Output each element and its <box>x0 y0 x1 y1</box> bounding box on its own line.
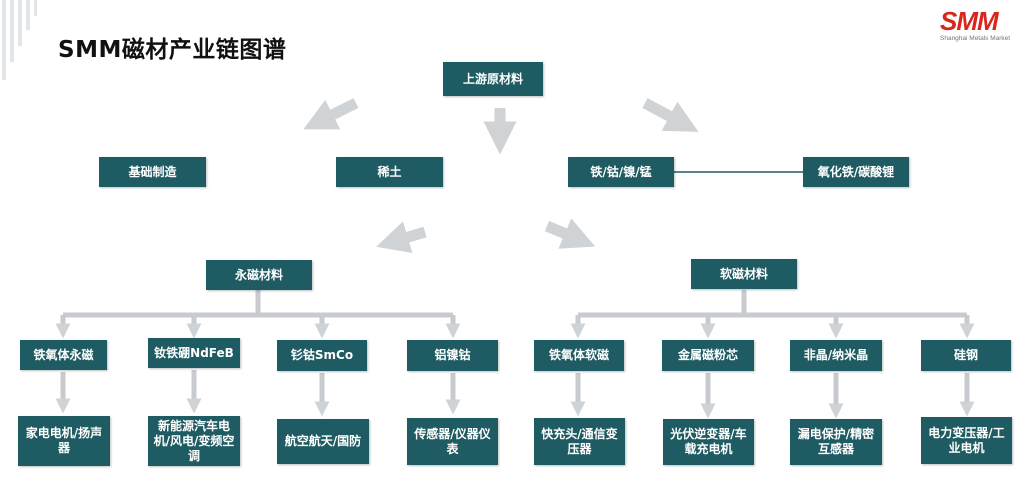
logo-subtitle: Shanghai Metals Market <box>940 35 1011 42</box>
node-app-power-transformer: 电力变压器/工业电机 <box>921 417 1012 464</box>
node-soft-magnet: 软磁材料 <box>691 259 797 289</box>
smm-logo: SMM Shanghai Metals Market <box>940 8 1020 48</box>
arrow-to-soft-magnet <box>544 218 596 249</box>
node-upstream-materials: 上游原材料 <box>443 62 543 96</box>
node-rare-earth: 稀土 <box>336 157 443 187</box>
node-app-fast-charging: 快充头/通信变压器 <box>534 418 625 465</box>
node-app-pv-inverter: 光伏逆变器/车载充电机 <box>663 419 754 465</box>
logo-mark: SMM <box>940 6 999 36</box>
arrow-upstream-to-metals <box>642 98 699 132</box>
node-ferrite-soft: 铁氧体软磁 <box>534 340 624 371</box>
node-iron-oxide-lithium-carbonate: 氧化铁/碳酸锂 <box>803 157 909 187</box>
node-silicon-steel: 硅钢 <box>921 340 1011 371</box>
page-title: SMM磁材产业链图谱 <box>58 37 287 63</box>
soft-branch-connectors <box>570 290 975 339</box>
node-app-home-appliance: 家电电机/扬声器 <box>18 416 110 466</box>
node-basic-manufacturing: 基础制造 <box>99 157 206 187</box>
arrow-to-permanent-magnet <box>376 221 427 254</box>
node-smco: 钐钴SmCo <box>277 340 367 371</box>
node-ferrite-permanent: 铁氧体永磁 <box>20 340 107 370</box>
decorative-stripes <box>2 0 37 80</box>
node-app-aerospace: 航空航天/国防 <box>277 419 369 464</box>
node-app-sensors: 传感器/仪器仪表 <box>407 418 498 465</box>
node-app-nev: 新能源汽车电机/风电/变频空调 <box>148 416 240 466</box>
node-amorphous-nano: 非晶/纳米晶 <box>790 340 882 371</box>
node-permanent-magnet: 永磁材料 <box>206 260 312 290</box>
application-arrows <box>55 370 975 419</box>
node-iron-cobalt-nickel-manganese: 铁/钴/镍/锰 <box>568 157 674 187</box>
node-alnico: 铝镍钴 <box>407 340 498 371</box>
arrow-upstream-to-basic <box>303 98 359 130</box>
node-metal-powder-core: 金属磁粉芯 <box>662 340 754 371</box>
permanent-branch-connectors <box>55 290 461 339</box>
node-app-leakage-protection: 漏电保护/精密互感器 <box>790 419 882 465</box>
node-ndfeb: 钕铁硼NdFeB <box>148 338 240 368</box>
